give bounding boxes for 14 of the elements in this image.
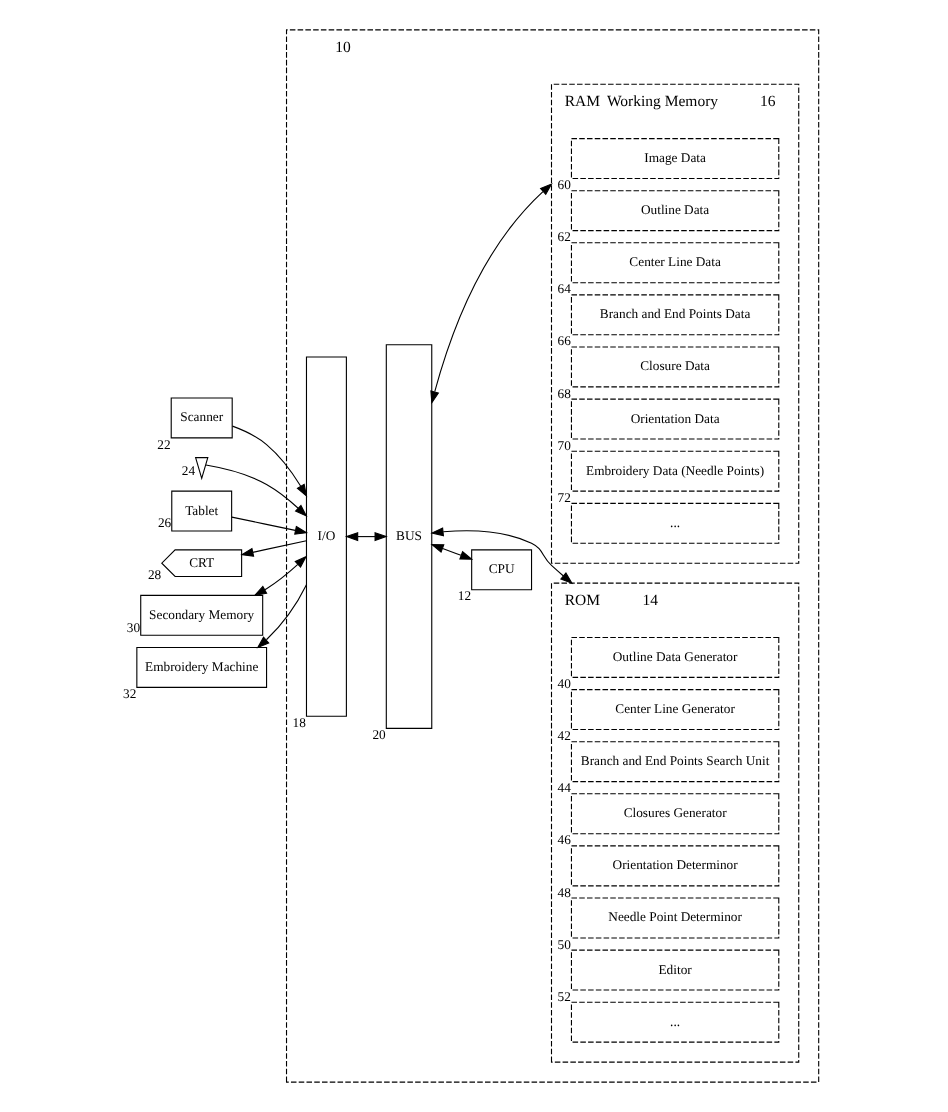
arrow <box>204 464 307 518</box>
arrow <box>230 516 308 535</box>
arrow <box>239 540 306 557</box>
node-label: 14 <box>641 591 657 609</box>
cluster <box>284 29 819 1083</box>
arrow <box>429 544 473 560</box>
node-pen <box>193 457 208 481</box>
arrow <box>252 555 307 597</box>
arrow <box>255 584 306 649</box>
node-label: 16 <box>758 92 775 111</box>
node-label: 10 <box>334 37 350 56</box>
arrow <box>429 527 573 585</box>
arrow <box>429 182 552 405</box>
arrow <box>230 425 307 498</box>
